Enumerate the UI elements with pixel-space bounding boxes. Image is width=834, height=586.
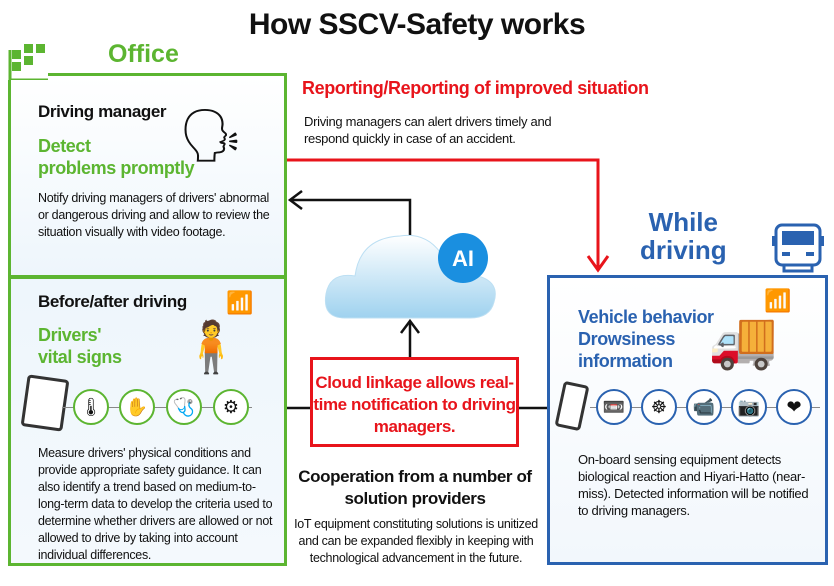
hand-sensor-icon: ✋ (119, 389, 155, 425)
camera-icon: 📹 (686, 389, 722, 425)
blood-pressure-icon: 🩺 (166, 389, 202, 425)
dashcam-icon: 📷 (731, 389, 767, 425)
wifi-icon: 📶 (226, 290, 254, 315)
page-title: How SSCV-Safety works (248, 8, 586, 41)
before-after-heading: Before/after driving (38, 292, 187, 311)
office-label: Office (108, 40, 179, 68)
cloud-linkage-box: Cloud linkage allows real-time notificat… (310, 357, 519, 447)
reporting-heading: Reporting/Reporting of improved situatio… (302, 78, 649, 98)
manager-description: Notify driving managers of drivers' abno… (38, 191, 270, 239)
vital-signs-subheading: Drivers'vital signs (38, 325, 122, 367)
heart-icon: ❤ (776, 389, 812, 425)
driving-manager-panel (8, 73, 287, 278)
reporting-description: Driving managers can alert drivers timel… (304, 114, 552, 146)
ai-badge (438, 233, 488, 283)
reporting-arrow (287, 158, 600, 268)
driving-description: On-board sensing equipment detects biolo… (578, 452, 809, 518)
cooperation-description: IoT equipment constituting solutions is … (294, 517, 538, 565)
breathalyzer-icon: ⚙ (213, 389, 249, 425)
while-driving-panel (547, 275, 828, 565)
manager-alert-icon: 🗣 (178, 107, 245, 165)
truck-icon: 🚚 (708, 308, 778, 371)
vehicle-icon (772, 223, 824, 273)
driver-checkin-icon: 🧍 (180, 319, 243, 375)
steering-wheel-icon: ☸ (641, 389, 677, 425)
recorder-icon: 📼 (596, 389, 632, 425)
thermometer-icon: 🌡 (73, 389, 109, 425)
office-building-icon (8, 40, 48, 80)
ai-badge-label: AI (452, 246, 474, 271)
cooperation-heading: Cooperation from a number of solution pr… (298, 467, 532, 508)
wifi-icon: 📶 (764, 288, 792, 313)
cloud-to-office-arrow (292, 198, 412, 240)
before-after-description: Measure drivers' physical conditions and… (38, 446, 273, 562)
manager-heading: Driving manager (38, 102, 167, 121)
